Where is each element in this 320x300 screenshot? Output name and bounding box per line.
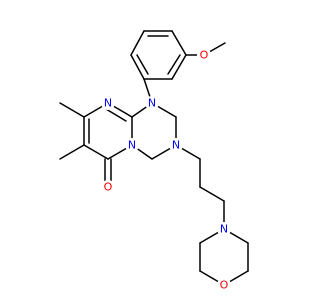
bond bbox=[199, 186, 225, 202]
atom-label: N bbox=[172, 139, 180, 152]
atom-label: O bbox=[200, 49, 209, 62]
bond bbox=[167, 54, 181, 75]
bond-layer bbox=[59, 30, 249, 286]
triazine-top-nitrogen-atom: N bbox=[145, 96, 159, 110]
bond bbox=[83, 144, 109, 160]
morpholine-oxygen-atom: O bbox=[217, 278, 231, 292]
chemical-structure-diagram: O N N N N O N O bbox=[59, 30, 249, 292]
pyrimidine-nitrogen-atom: N bbox=[101, 96, 115, 110]
atom-label: O bbox=[220, 279, 229, 292]
atom-label: N bbox=[104, 97, 112, 110]
bond bbox=[105, 108, 127, 122]
bond bbox=[59, 102, 85, 118]
bond bbox=[130, 30, 145, 56]
triazine-right-nitrogen-atom: N bbox=[169, 138, 183, 152]
bond bbox=[136, 54, 149, 75]
atom-label: N bbox=[148, 97, 156, 110]
atom-label: N bbox=[220, 223, 228, 236]
bond bbox=[130, 54, 145, 80]
bond bbox=[171, 54, 187, 80]
methoxy-oxygen-atom: O bbox=[197, 48, 211, 62]
morpholine-nitrogen-atom: N bbox=[217, 222, 231, 236]
carbonyl-oxygen-atom: O bbox=[101, 180, 115, 194]
bond bbox=[59, 144, 85, 160]
bond bbox=[171, 30, 187, 56]
atom-label: N bbox=[128, 139, 136, 152]
atom-label: O bbox=[104, 181, 113, 194]
fused-nitrogen-atom: N bbox=[125, 138, 139, 152]
atom-layer: O N N N N O N O bbox=[101, 48, 231, 292]
